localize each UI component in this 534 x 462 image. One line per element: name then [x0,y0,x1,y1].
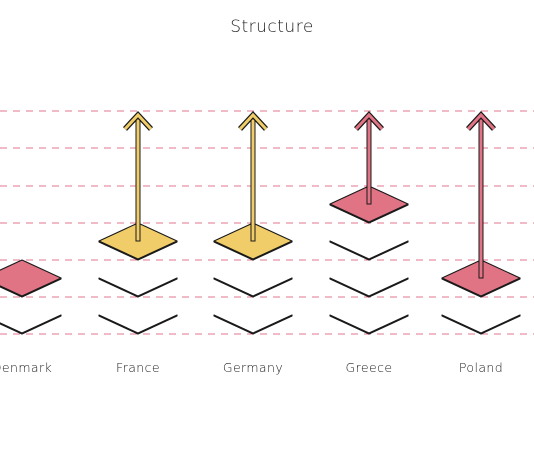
country-column: France [98,110,178,375]
diagram-title: Structure [230,17,314,37]
arrow-head-yellow [238,112,268,131]
country-label: Poland [459,360,503,375]
arrow-red-shaft [478,117,484,279]
country-label: Denmark [0,360,52,375]
arrow-head-red [466,112,496,131]
layer-green-left-face [441,314,482,335]
arrow-head-red [354,112,384,131]
layer-green-right-face [21,314,62,335]
reference-lines [0,110,534,335]
country-label: Germany [223,360,283,375]
layer-green-right-face [368,277,409,298]
arrow-head-yellow [123,112,153,131]
layer-blue-left-face [98,314,139,335]
layer-green-right-face [137,277,178,298]
layer-green-left-face [213,277,254,298]
country-columns: Denmark France Germany Greece Poland [0,110,521,375]
layer-blue-right-face [252,314,293,335]
layer-green-right-face [480,314,521,335]
arrow-yellow-shaft [135,117,141,242]
country-label: France [116,360,160,375]
country-label: Greece [346,360,393,375]
layer-yellow-left-face [329,240,370,261]
country-column: Germany [213,110,293,375]
layer-yellow-right-face [368,240,409,261]
arrow-yellow-shaft [250,117,256,242]
layer-blue-right-face [137,314,178,335]
layer-blue-left-face [329,314,370,335]
layer-blue-right-face [368,314,409,335]
layer-blue-left-face [213,314,254,335]
country-column: Denmark [0,259,62,375]
country-column: Poland [441,110,521,375]
layer-green-right-face [252,277,293,298]
layer-green-left-face [329,277,370,298]
arrow-red-shaft [366,117,372,205]
layer-green-left-face [0,322,23,335]
country-column: Greece [329,110,409,375]
layer-green-left-face [98,277,139,298]
block-top-face [0,259,62,297]
